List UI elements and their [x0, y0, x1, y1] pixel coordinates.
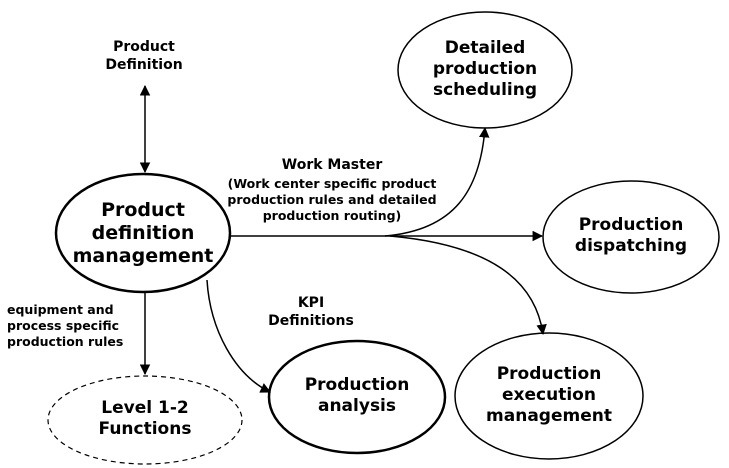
- node-line: analysis: [317, 396, 397, 416]
- node-production-analysis: Production analysis: [269, 375, 445, 417]
- label-line: production rules and detailed: [227, 192, 437, 207]
- node-line: management: [486, 406, 612, 426]
- node-line: Level 1-2: [101, 398, 189, 418]
- arrow-to-analysis: [206, 279, 271, 393]
- arrow-to-scheduling: [384, 126, 490, 237]
- label-kpi-definitions: KPI Definitions: [246, 294, 376, 330]
- node-line: Production: [496, 364, 602, 384]
- node-detailed-production-scheduling: Detailed production scheduling: [398, 38, 572, 101]
- node-line: Detailed: [444, 38, 526, 58]
- label-line: Definitions: [268, 313, 354, 329]
- label-line: Definition: [105, 57, 183, 73]
- node-line: dispatching: [574, 236, 688, 256]
- label-line: production routing): [262, 208, 402, 223]
- node-level-functions: Level 1-2 Functions: [48, 398, 242, 440]
- label-product-definition: Product Definition: [94, 38, 194, 74]
- label-line: equipment and: [7, 302, 114, 317]
- label-line: process specific: [7, 318, 120, 333]
- label-work-master-detail: (Work center specific product production…: [214, 176, 450, 224]
- label-equipment-rules: equipment and process specific productio…: [7, 302, 137, 350]
- node-line: scheduling: [432, 80, 538, 100]
- label-line: KPI: [297, 295, 325, 311]
- node-production-dispatching: Production dispatching: [543, 215, 719, 257]
- node-line: definition: [91, 222, 195, 244]
- node-line: execution: [502, 385, 596, 405]
- node-product-definition-management: Product definition management: [56, 199, 230, 268]
- label-line: (Work center specific product: [227, 176, 437, 191]
- node-product-definition-management-shape: [54, 172, 232, 294]
- node-line: Production: [304, 375, 410, 395]
- node-production-analysis-shape: [267, 339, 447, 455]
- label-line: Product: [113, 39, 175, 55]
- node-line: management: [72, 245, 214, 267]
- node-line: Product: [101, 199, 185, 221]
- label-line: production rules: [7, 334, 124, 349]
- node-line: production: [432, 59, 538, 79]
- arrow-to-execution: [389, 235, 547, 336]
- node-line: Functions: [98, 419, 192, 439]
- label-line: Work Master: [281, 157, 383, 173]
- node-line: Production: [578, 215, 684, 235]
- node-level-functions-shape: [47, 375, 243, 465]
- label-work-master-title: Work Master: [240, 156, 424, 174]
- node-production-execution-management-shape: [454, 332, 644, 460]
- node-production-execution-management: Production execution management: [455, 364, 643, 427]
